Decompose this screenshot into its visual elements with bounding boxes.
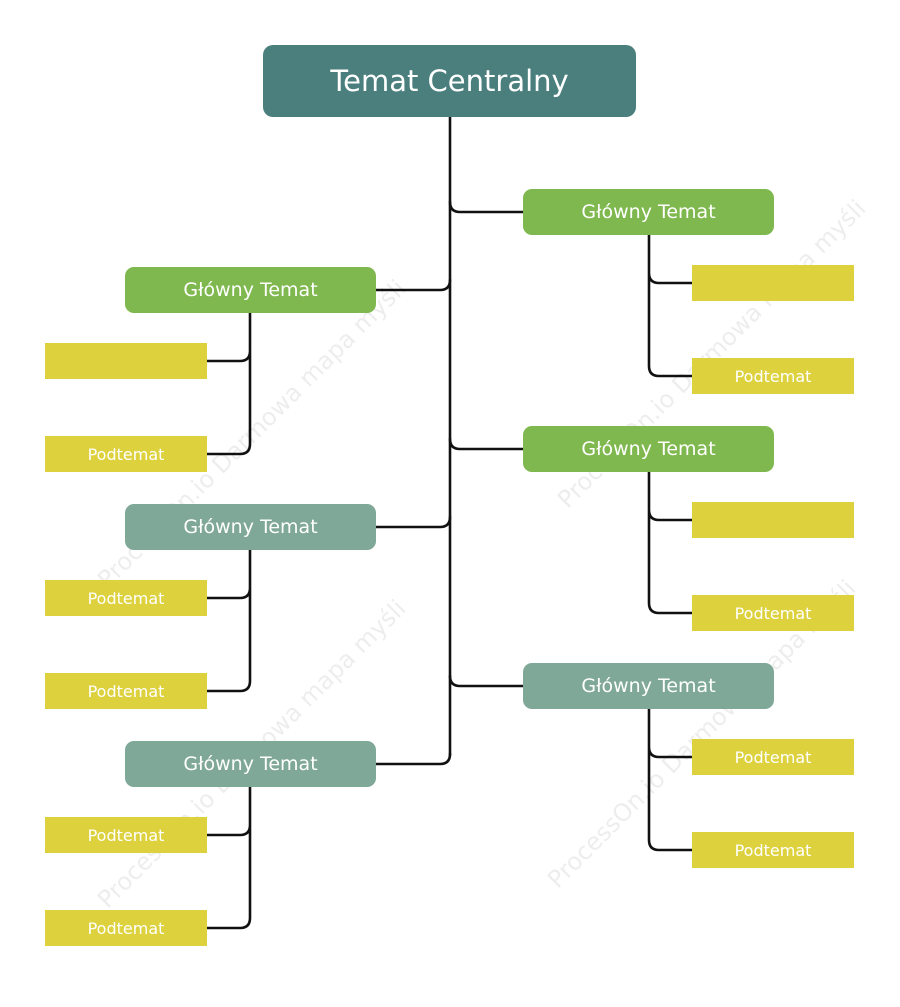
main-topic[interactable]: Główny Temat [523, 189, 774, 235]
subtopic[interactable]: Podtemat [45, 673, 207, 709]
subtopic[interactable]: Podtemat [45, 436, 207, 472]
subtopic[interactable] [45, 343, 207, 379]
main-topic[interactable]: Główny Temat [523, 663, 774, 709]
subtopic-label: Podtemat [734, 366, 812, 386]
subtopic-label: Podtemat [734, 840, 812, 860]
subtopic-label: Podtemat [87, 825, 165, 845]
subtopic-label: Podtemat [734, 747, 812, 767]
connector-sub-l2 [205, 548, 252, 693]
main-topic[interactable]: Główny Temat [523, 426, 774, 472]
central-topic-label: Temat Centralny [330, 64, 569, 98]
connector-main-r3 [448, 674, 525, 688]
main-topic-label: Główny Temat [183, 516, 318, 538]
connector-sub-r3 [647, 707, 694, 852]
main-topic-label: Główny Temat [183, 279, 318, 301]
subtopic[interactable]: Podtemat [692, 595, 854, 631]
subtopic[interactable]: Podtemat [692, 739, 854, 775]
connector-sub-l1 [205, 311, 252, 456]
subtopic[interactable]: Podtemat [45, 817, 207, 853]
connector-main-l2 [374, 515, 452, 529]
central-topic[interactable]: Temat Centralny [263, 45, 636, 117]
subtopic-label: Podtemat [87, 918, 165, 938]
connector-sub-l3 [205, 785, 252, 930]
main-topic-label: Główny Temat [183, 753, 318, 775]
subtopic-label: Podtemat [87, 588, 165, 608]
subtopic[interactable]: Podtemat [45, 910, 207, 946]
main-topic[interactable]: Główny Temat [125, 504, 376, 550]
subtopic[interactable]: Podtemat [692, 832, 854, 868]
connector-main-l3 [374, 752, 452, 766]
connector-main-r2 [448, 437, 525, 451]
main-topic[interactable]: Główny Temat [125, 267, 376, 313]
main-topic-label: Główny Temat [581, 675, 716, 697]
connector-sub-r2 [647, 470, 694, 615]
subtopic[interactable] [692, 502, 854, 538]
subtopic[interactable] [692, 265, 854, 301]
main-topic-label: Główny Temat [581, 438, 716, 460]
subtopic[interactable]: Podtemat [45, 580, 207, 616]
main-topic-label: Główny Temat [581, 201, 716, 223]
subtopic-label: Podtemat [734, 603, 812, 623]
connector-main-r1 [448, 200, 525, 214]
subtopic-label: Podtemat [87, 444, 165, 464]
connector-sub-r1 [647, 233, 694, 378]
connector-main-l1 [374, 278, 452, 292]
main-topic[interactable]: Główny Temat [125, 741, 376, 787]
subtopic-label: Podtemat [87, 681, 165, 701]
subtopic[interactable]: Podtemat [692, 358, 854, 394]
